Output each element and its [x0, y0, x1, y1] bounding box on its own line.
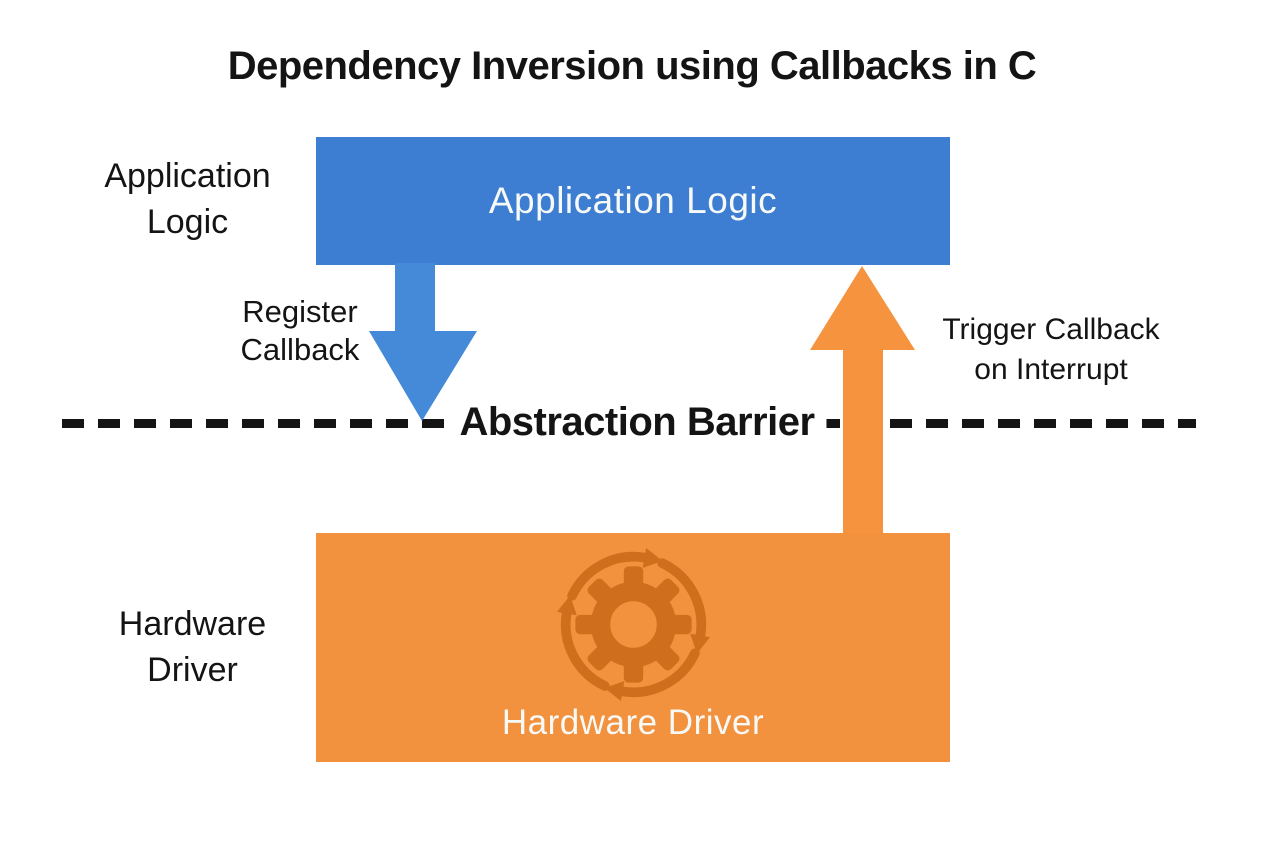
- trigger-callback-label: Trigger Callback on Interrupt: [920, 310, 1182, 390]
- diagram-title: Dependency Inversion using Callbacks in …: [227, 44, 1037, 88]
- application-logic-box-label: Application Logic: [488, 180, 778, 221]
- hardware-side-label: Hardware Driver: [45, 601, 340, 693]
- application-side-label-line2: Logic: [146, 203, 229, 241]
- trigger-callback-label-line1: Trigger Callback: [942, 313, 1160, 346]
- application-side-label-line1: Application: [104, 157, 271, 195]
- abstraction-barrier-label: Abstraction Barrier: [447, 397, 827, 447]
- application-side-label: Application Logic: [40, 153, 335, 245]
- hardware-driver-box-label: Hardware Driver: [501, 703, 765, 742]
- gear-sync-icon: [556, 547, 711, 702]
- register-callback-down-arrow: [369, 263, 477, 421]
- register-callback-label-line2: Callback: [240, 332, 360, 367]
- hardware-side-label-line2: Driver: [147, 651, 238, 689]
- application-logic-box: Application Logic: [316, 137, 950, 265]
- gear-sync-icon-svg: [556, 547, 711, 702]
- hardware-side-label-line1: Hardware: [118, 605, 267, 643]
- register-callback-label: Register Callback: [190, 293, 410, 369]
- hardware-driver-box: Hardware Driver: [316, 533, 950, 762]
- trigger-callback-label-line2: on Interrupt: [974, 353, 1128, 386]
- trigger-callback-up-arrow: [810, 266, 915, 534]
- register-callback-label-line1: Register: [242, 294, 358, 329]
